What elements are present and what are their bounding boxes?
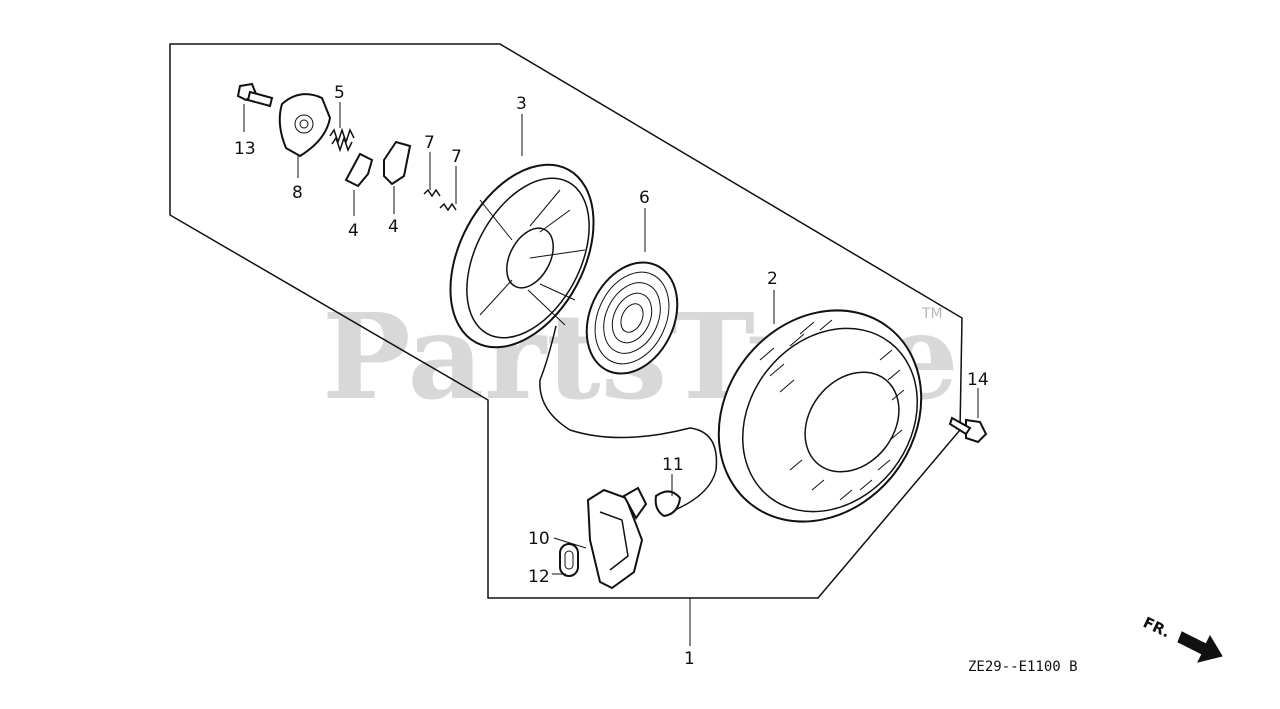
part-7-springs xyxy=(423,152,457,212)
part-14-flange-bolt xyxy=(948,388,988,444)
part-5-spring xyxy=(329,102,355,153)
part-13-bolt xyxy=(236,82,274,132)
part-3-starter-reel xyxy=(449,114,595,349)
callout-3: 3 xyxy=(516,94,527,114)
callout-1: 1 xyxy=(684,649,695,669)
callout-13: 13 xyxy=(234,139,256,159)
direction-label: FR. xyxy=(1140,613,1173,641)
reference-code: ZE29--E1100 B xyxy=(968,659,1078,675)
part-4-pawl-right xyxy=(383,140,412,214)
part-4-pawl-left xyxy=(344,152,374,216)
part-10-starter-grip xyxy=(553,486,648,590)
part-6-spiral-spring xyxy=(585,208,679,375)
part-12-grip-insert xyxy=(552,543,579,577)
part-8-ratchet-plate xyxy=(278,93,332,178)
callout-11: 11 xyxy=(662,455,684,475)
callout-14: 14 xyxy=(967,370,989,390)
starter-rope xyxy=(539,325,718,513)
front-direction-indicator: FR. xyxy=(1140,613,1223,663)
assembly-boundary xyxy=(169,43,963,599)
callout-8: 8 xyxy=(292,183,303,203)
part-2-starter-case xyxy=(717,290,923,523)
callout-4-left: 4 xyxy=(348,221,359,241)
callout-12: 12 xyxy=(528,567,550,587)
callout-2: 2 xyxy=(767,269,778,289)
callout-10: 10 xyxy=(528,529,550,549)
callout-4-right: 4 xyxy=(388,217,399,237)
part-11-rope-guide xyxy=(654,474,682,518)
callout-6: 6 xyxy=(639,188,650,208)
arrow-right-down-icon xyxy=(1177,631,1223,663)
callout-7-right: 7 xyxy=(451,147,462,167)
callout-5: 5 xyxy=(334,83,345,103)
callout-7-left: 7 xyxy=(424,133,435,153)
watermark-trademark: TM xyxy=(921,306,943,322)
